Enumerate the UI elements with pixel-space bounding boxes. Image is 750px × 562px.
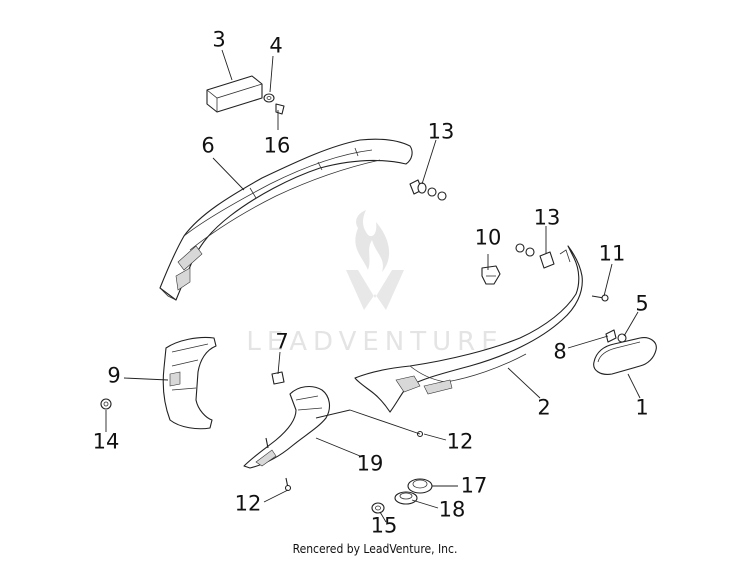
callout-2: 2 xyxy=(537,395,551,420)
callout-17: 17 xyxy=(460,473,488,498)
callout-13b: 13 xyxy=(533,205,561,230)
part-14-nut xyxy=(100,398,112,410)
part-2-lower-cover xyxy=(354,245,583,413)
callout-10: 10 xyxy=(474,225,502,250)
callout-16: 16 xyxy=(263,133,291,158)
part-16-clip xyxy=(275,103,285,115)
callout-5: 5 xyxy=(635,291,649,316)
callout-19: 19 xyxy=(356,451,384,476)
part-18-grommet xyxy=(394,491,418,505)
callout-14: 14 xyxy=(92,429,120,454)
part-12-screw-b xyxy=(265,437,292,492)
callout-1: 1 xyxy=(635,395,649,420)
part-4-washer xyxy=(263,93,275,103)
callout-9: 9 xyxy=(107,363,121,388)
part-17-grommet xyxy=(407,478,433,494)
part-7-clip xyxy=(271,371,285,385)
callout-6: 6 xyxy=(201,133,215,158)
part-10-clip xyxy=(481,265,501,285)
callout-12b: 12 xyxy=(234,491,262,516)
part-6-upper-cover xyxy=(159,138,413,301)
callout-13a: 13 xyxy=(427,119,455,144)
credit-line: Rencered by LeadVenture, Inc. xyxy=(292,542,458,556)
part-1-reflector xyxy=(593,337,657,375)
callout-11: 11 xyxy=(598,241,626,266)
callout-7: 7 xyxy=(275,329,289,354)
part-11-screw xyxy=(591,294,609,302)
part-15-nut xyxy=(371,502,385,514)
callout-3: 3 xyxy=(212,27,226,52)
callout-8: 8 xyxy=(553,339,567,364)
watermark-text: LEADVENTURE xyxy=(246,327,504,357)
callout-15: 15 xyxy=(370,513,398,538)
part-3-block xyxy=(206,75,263,113)
part-19-lower-cover xyxy=(243,385,331,469)
part-9-side-panel xyxy=(162,336,217,430)
callout-12a: 12 xyxy=(446,429,474,454)
part-8-clip xyxy=(605,329,617,343)
leader-lines xyxy=(105,49,641,523)
callout-18: 18 xyxy=(438,497,466,522)
part-13-lower-grommet xyxy=(515,243,555,269)
part-13-upper-grommet xyxy=(409,179,447,201)
callout-4: 4 xyxy=(269,33,283,58)
